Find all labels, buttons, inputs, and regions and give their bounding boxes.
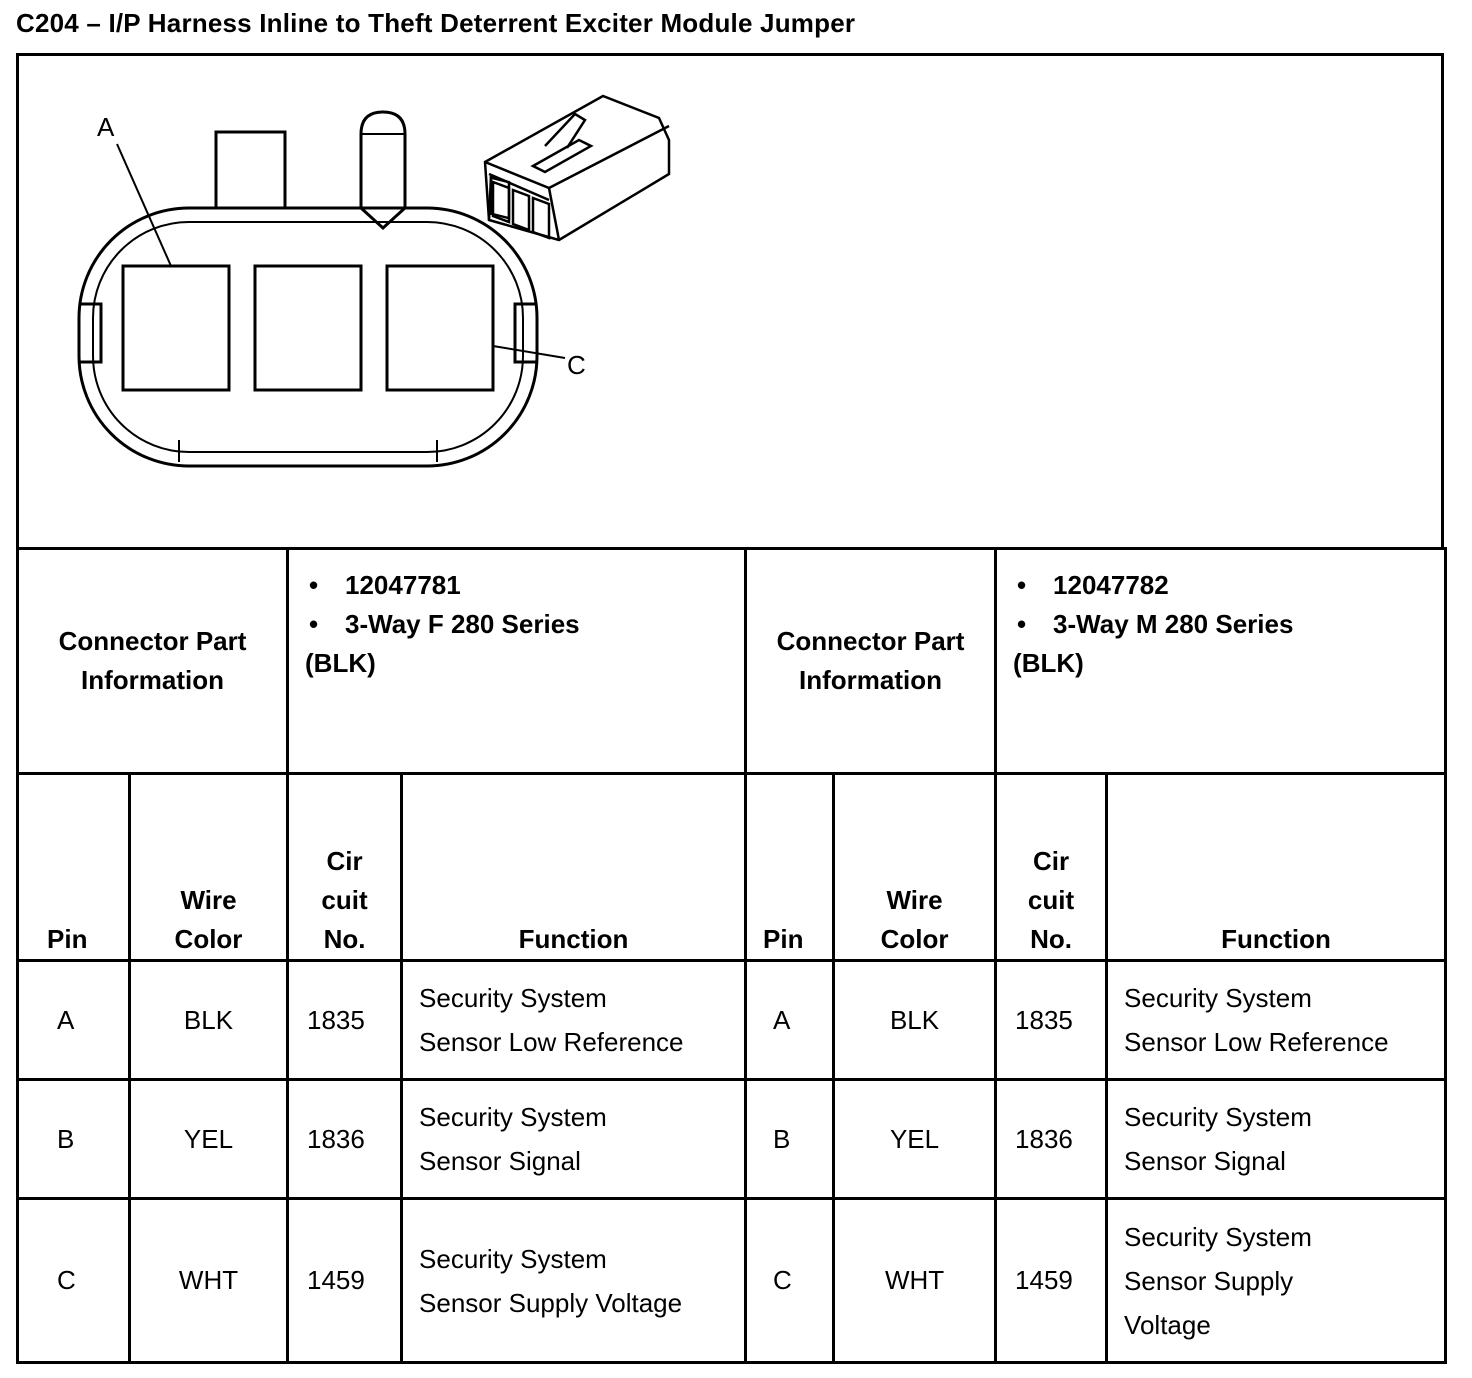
connector-housing-outer (77, 206, 539, 468)
right-pin-cell: C (744, 1197, 836, 1364)
right-color-cell: WHT (832, 1197, 998, 1364)
right-header-pin: Pin (744, 772, 836, 962)
left-color-cell: YEL (127, 1078, 290, 1200)
right-circuit-cell: 1835 (994, 959, 1109, 1081)
connector-diagram: A C (77, 94, 671, 468)
left-pin-cell: A (16, 959, 131, 1081)
right-part-series: 3-Way M 280 Series (1013, 605, 1444, 644)
right-header-wire-color: Wire Color (832, 772, 998, 962)
connector-diagram-panel: A C (16, 53, 1444, 548)
left-part-info: 12047781 3-Way F 280 Series (BLK) (286, 547, 748, 775)
left-header-wire-color: Wire Color (127, 772, 290, 962)
right-part-color: (BLK) (1013, 648, 1084, 678)
label-c: C (567, 350, 586, 380)
leader-line-c (492, 345, 566, 359)
right-header-function: Function (1105, 772, 1448, 962)
right-circuit-cell: 1836 (994, 1078, 1109, 1200)
page-title: C204 – I/P Harness Inline to Theft Deter… (16, 8, 856, 38)
leader-line-a (116, 143, 172, 267)
left-header-pin: Pin (16, 772, 131, 962)
left-latch (79, 302, 103, 364)
right-color-cell: YEL (832, 1078, 998, 1200)
left-circuit-cell: 1836 (286, 1078, 404, 1200)
right-pin-cell: B (744, 1078, 836, 1200)
top-key (359, 110, 407, 231)
left-part-color: (BLK) (305, 648, 376, 678)
left-color-cell: WHT (127, 1197, 290, 1364)
column-header-row: Pin Wire Color Cir cuit No. Function Pin… (16, 772, 1448, 962)
left-pin-cell: B (16, 1078, 131, 1200)
right-header-circuit: Cir cuit No. (994, 772, 1109, 962)
left-part-number: 12047781 (305, 566, 744, 605)
left-color-cell: BLK (127, 959, 290, 1081)
left-pin-cell: C (16, 1197, 131, 1364)
top-tab (214, 130, 287, 208)
cavity-c (385, 264, 495, 392)
right-latch (513, 302, 537, 364)
right-part-info-label: Connector Part Information (744, 547, 998, 775)
pinout-table: Connector Part Information 12047781 3-Wa… (15, 547, 1448, 1364)
left-circuit-cell: 1459 (286, 1197, 404, 1364)
left-header-function: Function (400, 772, 748, 962)
cavity-b (253, 264, 363, 392)
right-part-info: 12047782 3-Way M 280 Series (BLK) (994, 547, 1448, 775)
right-part-number: 12047782 (1013, 566, 1444, 605)
left-header-circuit: Cir cuit No. (286, 772, 404, 962)
cavity-a (121, 264, 231, 392)
left-part-info-label: Connector Part Information (15, 547, 290, 775)
bottom-ridge (178, 440, 438, 462)
part-info-row: Connector Part Information 12047781 3-Wa… (15, 547, 1448, 775)
right-circuit-cell: 1459 (994, 1197, 1109, 1364)
label-a: A (97, 112, 115, 142)
connector-isometric-icon (483, 94, 671, 242)
connector-housing-inner (92, 221, 524, 453)
right-color-cell: BLK (832, 959, 998, 1081)
left-part-series: 3-Way F 280 Series (305, 605, 744, 644)
right-pin-cell: A (744, 959, 836, 1081)
left-circuit-cell: 1835 (286, 959, 404, 1081)
